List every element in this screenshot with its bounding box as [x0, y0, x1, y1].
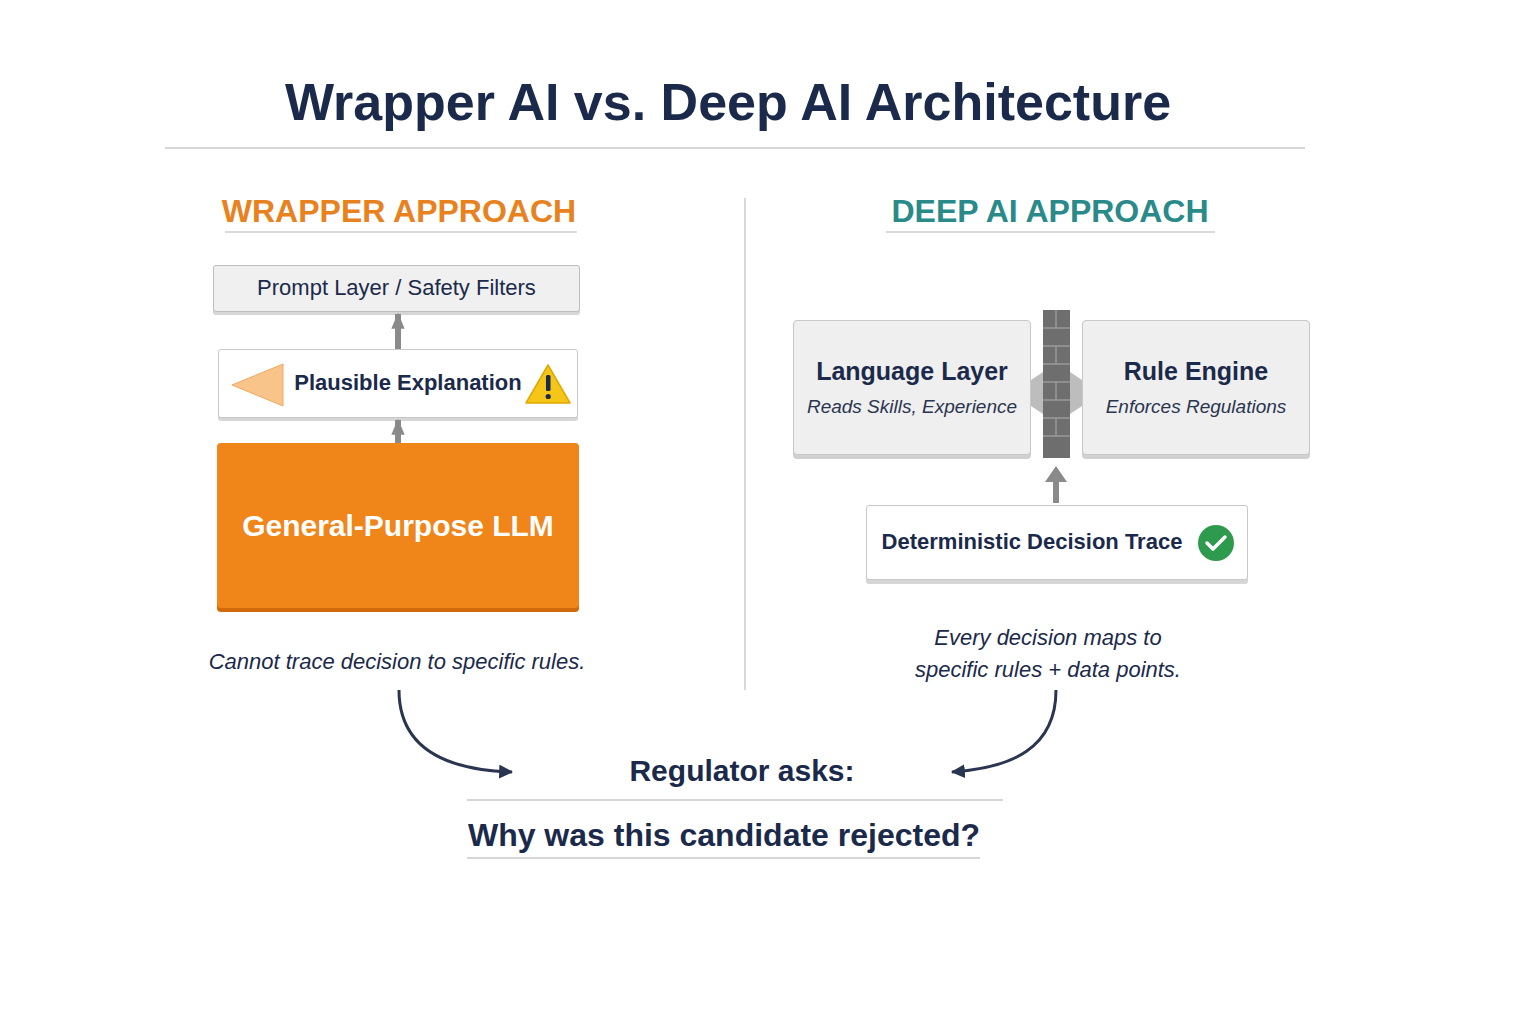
- layer-box: Language LayerReads Skills, Experience: [793, 320, 1031, 455]
- question-rule: [467, 799, 1003, 801]
- question-rule: [467, 857, 980, 859]
- heading-rule: [225, 231, 577, 233]
- curved-arrow: [399, 690, 512, 772]
- section-heading: WRAPPER APPROACH: [149, 188, 649, 234]
- brick-line: [1055, 346, 1057, 364]
- brick-line: [1055, 310, 1057, 328]
- node-title: Prompt Layer / Safety Filters: [257, 275, 536, 301]
- node-title: Plausible Explanation: [294, 370, 521, 396]
- firewall-wall: [1043, 310, 1070, 458]
- trace-box: Deterministic Decision Trace: [866, 505, 1248, 580]
- up-arrow-head: [1045, 466, 1067, 482]
- model-block: General-Purpose LLM: [217, 443, 579, 608]
- node-body: Reads Skills, Experience: [807, 396, 1017, 419]
- brick-line: [1055, 418, 1057, 436]
- node-body: Enforces Regulations: [1106, 396, 1287, 419]
- caption-note: Cannot trace decision to specific rules.: [147, 646, 647, 678]
- question-text: Why was this candidate rejected?: [374, 812, 1074, 858]
- brick-line: [1055, 382, 1057, 400]
- up-arrow-shaft: [1053, 480, 1059, 503]
- wall-bricks: [1043, 310, 1070, 436]
- engine-box: Rule EngineEnforces Regulations: [1082, 320, 1310, 455]
- heading-rule: [886, 231, 1215, 233]
- column-divider: [744, 198, 746, 690]
- warning-box: Plausible Explanation: [218, 349, 578, 418]
- node-title: Rule Engine: [1124, 356, 1268, 386]
- diagram-title: Wrapper AI vs. Deep AI Architecture: [128, 70, 1328, 134]
- question-lead: Regulator asks:: [442, 749, 1042, 793]
- curved-arrow: [952, 690, 1056, 772]
- node-title: Language Layer: [816, 356, 1008, 386]
- flow-arrow: [395, 314, 401, 349]
- caption-note: Every decision maps to specific rules + …: [903, 622, 1193, 686]
- flow-arrow: [395, 420, 401, 443]
- wall-connector: [1070, 372, 1082, 414]
- node-title: Deterministic Decision Trace: [882, 529, 1183, 555]
- node-title: General-Purpose LLM: [242, 508, 554, 544]
- process-box: Prompt Layer / Safety Filters: [213, 265, 580, 312]
- section-heading: DEEP AI APPROACH: [800, 188, 1300, 234]
- title-rule: [165, 147, 1305, 149]
- wall-connector: [1031, 372, 1043, 414]
